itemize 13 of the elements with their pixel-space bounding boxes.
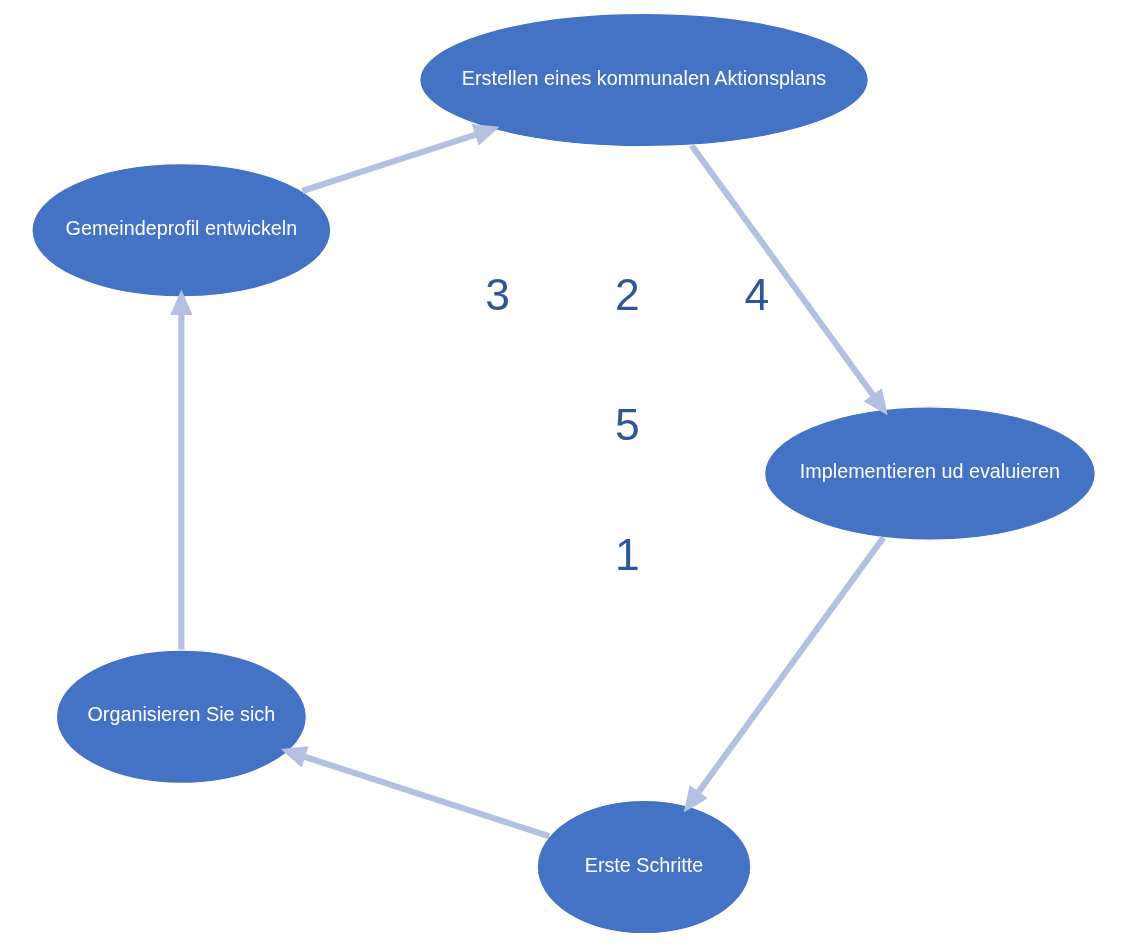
arrow — [301, 124, 500, 194]
label: 3 — [485, 270, 510, 320]
label: 5 — [614, 399, 640, 449]
node-ellipse: Gemeindeprofil entwickeln — [31, 163, 332, 298]
arrow — [170, 289, 193, 650]
label: 4 — [744, 270, 770, 320]
arrow — [683, 535, 886, 813]
label: 1 — [614, 529, 640, 579]
arrow — [280, 746, 551, 840]
label: 2 — [614, 270, 640, 320]
node-ellipse: Implementieren ud evaluieren — [763, 406, 1096, 541]
node-ellipse: Erste Schritte — [536, 799, 752, 935]
arrow — [689, 143, 888, 416]
